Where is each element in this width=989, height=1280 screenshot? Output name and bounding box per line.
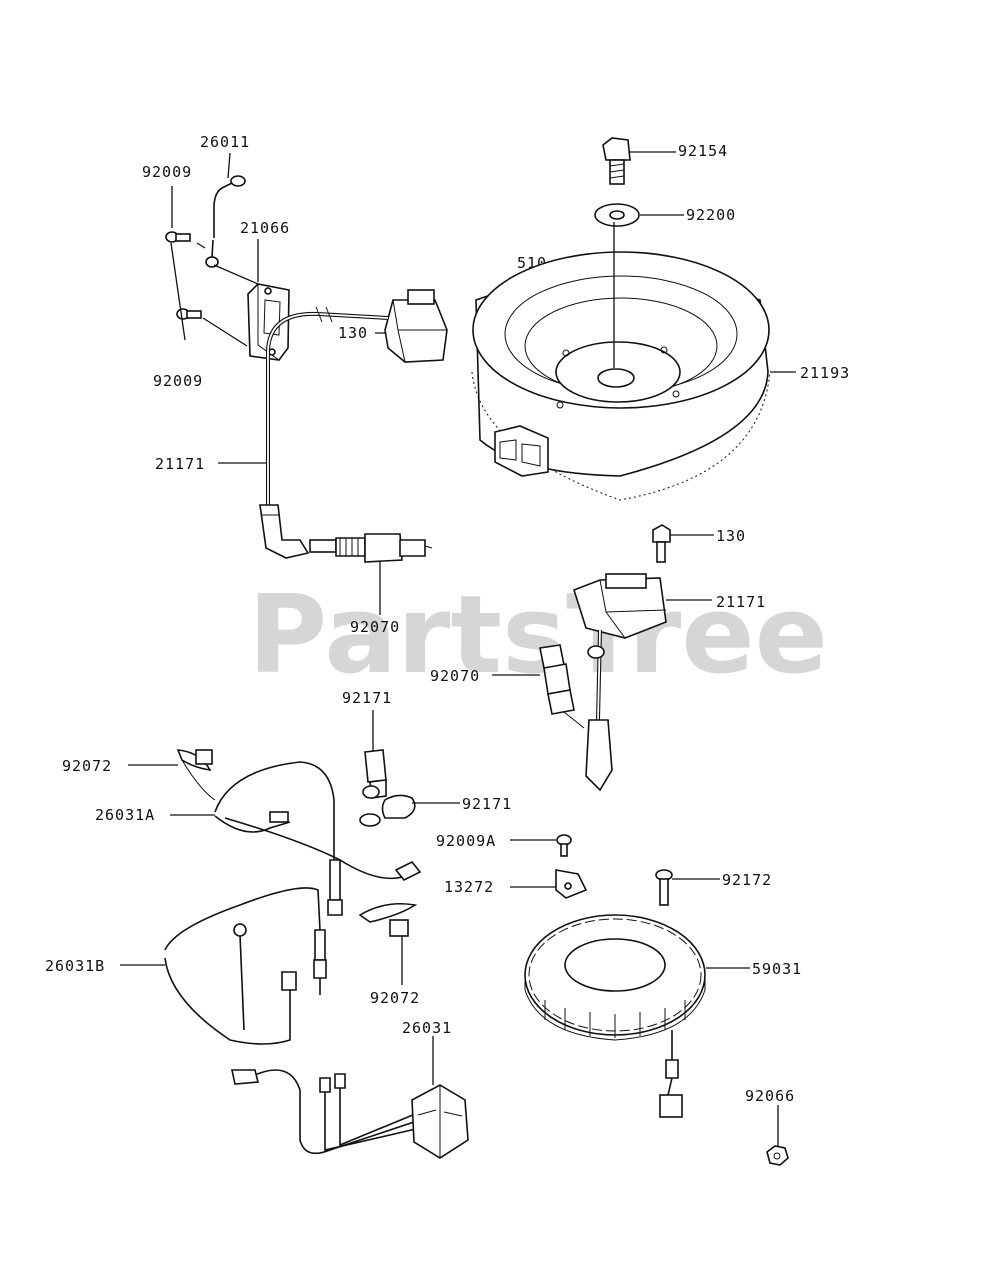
tie-92072-left [176, 749, 216, 801]
label-26031: 26031 [402, 1019, 452, 1037]
harness-26031B [164, 887, 327, 1045]
ignition-coil-21171-right [573, 573, 667, 792]
screw-92172 [655, 869, 673, 906]
plate-13272 [555, 869, 588, 899]
label-92009A: 92009A [436, 832, 496, 850]
spark-plug-92070-right [539, 644, 585, 729]
label-92154: 92154 [678, 142, 728, 160]
label-26031B: 26031B [45, 957, 105, 975]
label-26011: 26011 [200, 133, 250, 151]
ground-wire-26011 [205, 175, 246, 268]
label-92171-top: 92171 [342, 689, 392, 707]
label-130-right: 130 [716, 527, 746, 545]
bolt-130-right [652, 524, 671, 563]
nut-92066 [766, 1145, 789, 1166]
label-92200: 92200 [686, 206, 736, 224]
stator-59031 [524, 914, 706, 1118]
label-59031: 59031 [752, 960, 802, 978]
screw-92009-bottom [176, 308, 202, 320]
washer-92200 [594, 203, 640, 227]
flywheel-21193 [471, 251, 771, 501]
spark-plug-92070-left [309, 533, 433, 563]
label-21171-right: 21171 [716, 593, 766, 611]
screw-92009A [556, 834, 572, 857]
screw-92009-top [165, 231, 191, 243]
label-92009-top: 92009 [142, 163, 192, 181]
label-13272: 13272 [444, 878, 494, 896]
label-21066: 21066 [240, 219, 290, 237]
label-21171-left: 21171 [155, 455, 205, 473]
label-92070-right: 92070 [430, 667, 480, 685]
label-130-top: 130 [338, 324, 368, 342]
label-26031A: 26031A [95, 806, 155, 824]
connector-92171 [362, 749, 387, 799]
harness-26031A [214, 761, 422, 916]
watermark: PartsTree [248, 573, 828, 698]
label-92070-left: 92070 [350, 618, 400, 636]
tie-92072-mid [358, 902, 418, 937]
bolt-92154 [602, 137, 631, 185]
clamp-92171 [359, 794, 416, 827]
label-92072-mid: 92072 [370, 989, 420, 1007]
label-92009-bottom: 92009 [153, 372, 203, 390]
label-92066: 92066 [745, 1087, 795, 1105]
harness-26031 [231, 1069, 469, 1159]
label-92172: 92172 [722, 871, 772, 889]
ignition-coil-21171-left [259, 289, 448, 559]
label-21193: 21193 [800, 364, 850, 382]
label-92072-left: 92072 [62, 757, 112, 775]
label-92171-mid: 92171 [462, 795, 512, 813]
